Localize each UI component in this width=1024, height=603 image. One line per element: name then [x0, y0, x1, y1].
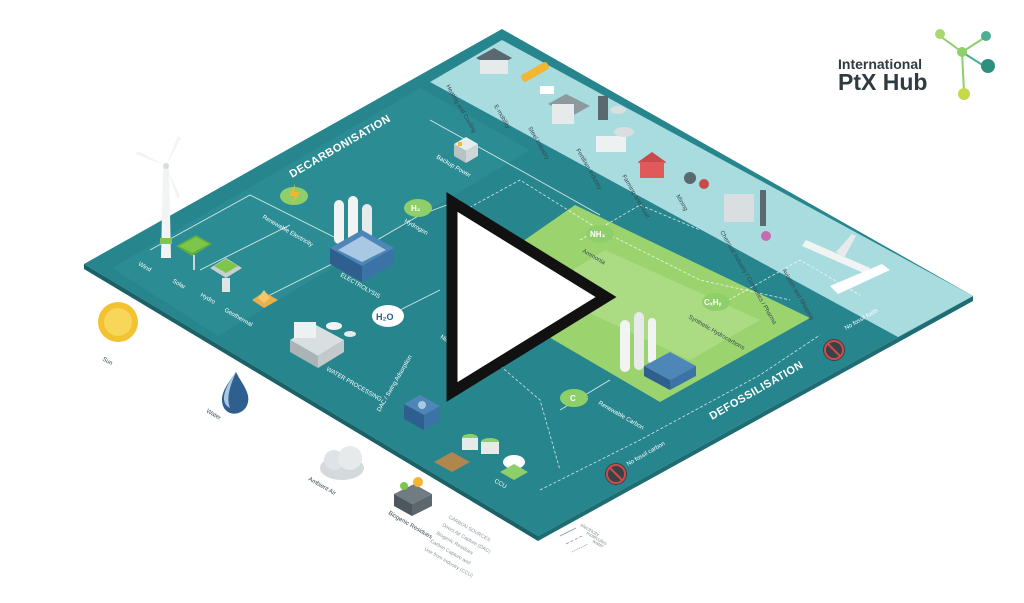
synthesis-plant — [620, 312, 696, 390]
sun-icon — [98, 302, 138, 342]
label-ccu: CCU — [493, 479, 507, 491]
water-node: H₂O — [372, 305, 404, 327]
play-button[interactable] — [446, 192, 617, 402]
chem-h2o: H₂O — [376, 312, 394, 322]
chem-cxhy: CₓHᵧ — [704, 298, 721, 307]
logo-line1: International — [838, 56, 923, 72]
house-icon — [476, 48, 512, 74]
hydrocarbons-node: CₓHᵧ — [702, 293, 730, 311]
logo-molecule-icon — [935, 29, 995, 100]
chem-h2: H₂ — [411, 204, 421, 213]
biogas-digesters — [434, 434, 499, 472]
hydrogen-node: H₂ — [404, 199, 432, 217]
biogenic-residues-icon — [394, 477, 432, 516]
no-fossil-fuels-icon — [823, 339, 845, 361]
renewable-electricity-node — [280, 184, 308, 206]
ammonia-node: NH₃ — [586, 225, 614, 243]
logo-line2: PtX Hub — [838, 69, 928, 95]
hydro-plant — [210, 258, 242, 292]
ccu-unit — [500, 455, 528, 480]
decarbonisation-zone — [112, 88, 530, 336]
dac-unit — [404, 395, 440, 430]
cloud-icon — [320, 446, 364, 480]
legend-water: water — [591, 539, 605, 550]
ev-charger-icon — [521, 62, 554, 94]
electrolyser — [330, 230, 394, 282]
ship-icon — [830, 264, 890, 294]
chem-c: C — [570, 394, 576, 403]
label-nitrogen: Nitro — [439, 335, 454, 347]
chemical-plant-icon — [724, 190, 771, 241]
geothermal-plant — [252, 290, 278, 308]
carbon-sources-legend: CARBON SOURCES Direct Air Capture (DAC) … — [423, 515, 492, 580]
no-fossil-carbon-icon — [605, 463, 627, 485]
label-biogenic-residues: Biogenic Residues — [387, 511, 433, 541]
synthesis-zone-inner — [540, 250, 760, 360]
wind-turbine — [136, 136, 181, 258]
line-legend: electricity molecules water — [559, 523, 608, 553]
platform-edge — [84, 264, 538, 541]
water-drop-icon — [221, 372, 249, 414]
solar-panel — [176, 235, 212, 270]
label-ambient-air: Ambient Air — [307, 477, 337, 498]
backup-power — [454, 137, 478, 163]
water-processing-plant — [290, 322, 356, 368]
airplane-icon — [802, 234, 870, 274]
farm-barn-icon — [638, 152, 666, 178]
label-water: Water — [205, 409, 222, 422]
chem-nh3: NH₃ — [590, 230, 606, 239]
steel-plant-icon — [548, 94, 626, 124]
ptx-hub-logo: International PtX Hub — [832, 22, 1002, 104]
fertiliser-plant-icon — [596, 127, 634, 152]
renewable-carbon-node: C — [560, 389, 588, 407]
mining-icon — [684, 172, 709, 189]
platform-edge-right — [538, 296, 973, 541]
label-sun: Sun — [101, 357, 113, 368]
